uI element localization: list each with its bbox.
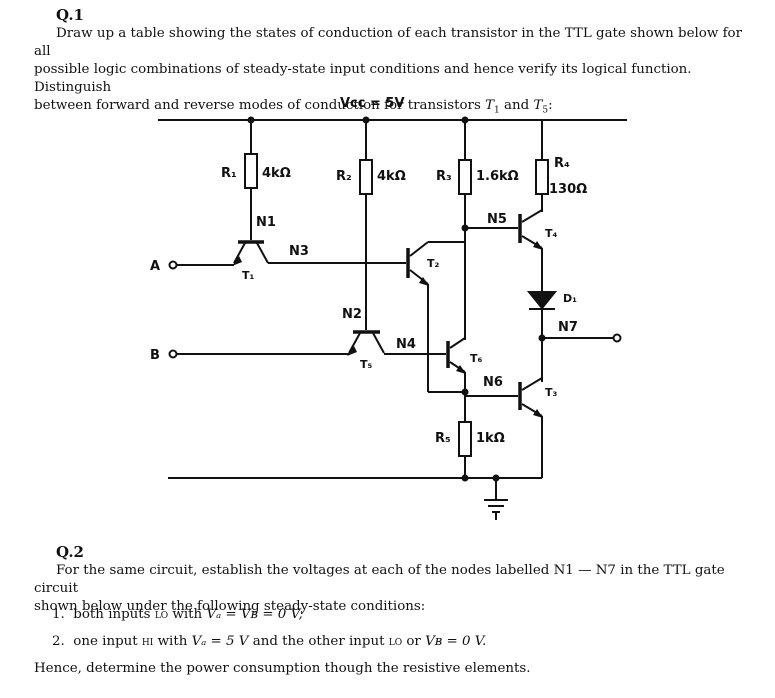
r4-resistor [535,159,549,195]
input-a-terminal [168,260,178,270]
r3-label: R₃ [436,169,452,184]
q2-paragraph: For the same circuit, establish the volt… [34,562,759,616]
t5-emitter [348,332,361,354]
n3-label: N3 [289,244,309,259]
r1-value: 4kΩ [262,166,291,181]
t1-emitter [233,242,246,264]
t5-label: T₅ [360,358,373,371]
q1-paragraph: Draw up a table showing the states of co… [34,25,759,120]
n1-label: N1 [256,215,276,230]
d1-label: D₁ [563,292,577,305]
t6-emitter-arrow [456,365,466,374]
input-b-label: B [150,348,160,363]
r3-resistor [458,159,472,195]
input-b-terminal [168,349,178,359]
r2-label: R₂ [336,169,352,184]
t2-label: T₂ [427,257,440,270]
t4-emitter-arrow [533,241,543,250]
r2-value: 4kΩ [377,169,406,184]
t6-label: T₆ [470,352,483,365]
r1-resistor [244,153,258,189]
r3-value: 1.6kΩ [476,169,519,184]
q1-line-1: Draw up a table showing the states of co… [34,26,742,59]
n5-label: N5 [487,212,507,227]
output-terminal [612,333,622,343]
r5-label: R₅ [435,431,451,446]
r5-resistor [458,421,472,457]
t2-emitter-arrow [419,277,429,286]
t3-emitter-arrow [533,409,543,418]
r4-label: R₄ [554,156,570,171]
q2-line-2: shown below under the following steady-s… [34,599,426,614]
q1-line-2: possible logic combinations of steady-st… [34,62,692,95]
n2-label: N2 [342,307,362,322]
q2-item-2: 2. one input hi with Vₐ = 5 V and the ot… [52,634,487,649]
r1-label: R₁ [221,166,237,181]
n6-label: N6 [483,375,503,390]
r4-value: 130Ω [549,182,587,197]
q2-title: Q.2 [56,543,84,561]
r2-resistor [359,159,373,195]
t1-label: T₁ [242,269,255,282]
junction-dots [247,116,546,482]
q1-line-3: between forward and reverse modes of con… [34,98,553,116]
q2-conclusion: Hence, determine the power consumption t… [34,661,531,676]
r5-value: 1kΩ [476,431,505,446]
q1-title: Q.1 [56,6,84,24]
vcc-label: Vcc = 5V [340,96,405,111]
q2-line-1: For the same circuit, establish the volt… [34,563,725,596]
d1-diode [526,291,558,310]
input-a-label: A [150,259,160,274]
n7-label: N7 [558,320,578,335]
t3-label: T₃ [545,386,558,399]
q2-item-1: 1. both inputs lo with Vₐ = Vʙ = 0 V; [52,607,304,622]
t1-emitter-arrow [232,256,242,266]
t4-label: T₄ [545,227,558,240]
n4-label: N4 [396,337,416,352]
t5-emitter-arrow [347,346,357,356]
